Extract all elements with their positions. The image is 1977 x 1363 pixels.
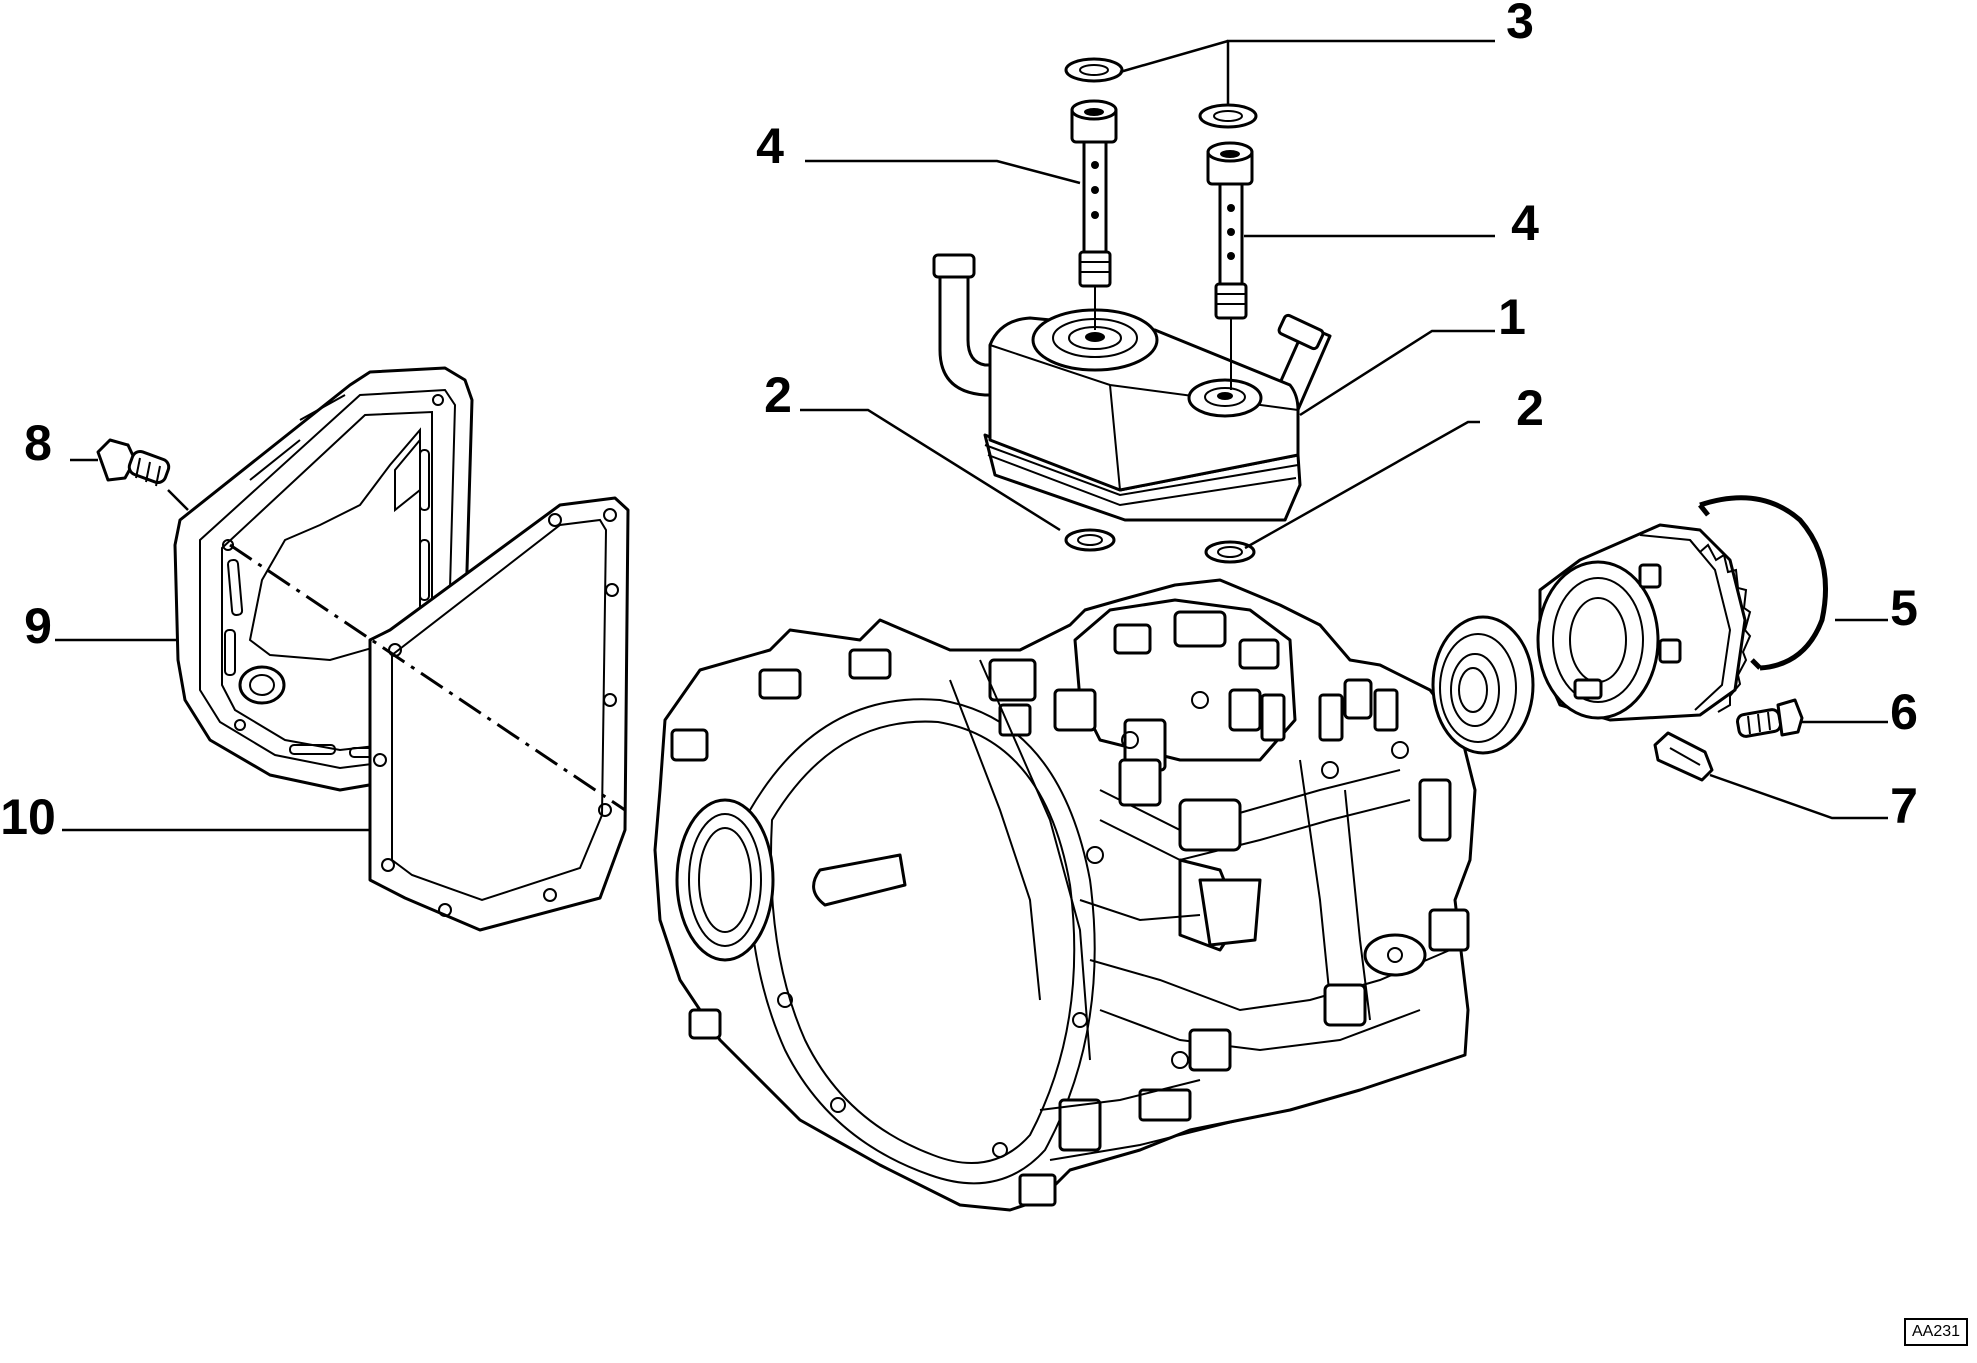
retaining-bolt <box>1736 698 1804 738</box>
hollow-bolt-left <box>1070 99 1118 330</box>
differential-carrier <box>1536 523 1752 722</box>
callout-10: 10 <box>0 789 56 845</box>
callout-8: 8 <box>24 415 52 471</box>
assembly-axis-line <box>229 543 626 812</box>
callout-7: 7 <box>1890 778 1918 834</box>
callout-4-right: 4 <box>1511 195 1539 251</box>
transmission-housing <box>653 578 1477 1212</box>
sealing-washers <box>1064 57 1258 564</box>
callout-labels: 1 2 2 3 4 4 5 6 7 8 9 10 <box>0 0 1918 845</box>
hollow-bolt-right <box>1206 141 1254 390</box>
callout-6: 6 <box>1890 684 1918 740</box>
callout-2-left: 2 <box>764 367 792 423</box>
circlip-ring <box>1698 495 1829 671</box>
callout-9: 9 <box>24 598 52 654</box>
output-bearing <box>1431 615 1535 755</box>
drain-plug <box>96 438 171 487</box>
callout-5: 5 <box>1890 580 1918 636</box>
callout-2-right: 2 <box>1516 380 1544 436</box>
lock-plate <box>1653 731 1714 782</box>
callout-3: 3 <box>1506 0 1534 49</box>
callout-4-left: 4 <box>756 118 784 174</box>
reference-code: AA231 <box>1904 1318 1968 1346</box>
oil-cooler <box>932 253 1332 522</box>
oil-pan-gasket <box>368 496 630 932</box>
leader-lines <box>55 39 1888 832</box>
callout-1: 1 <box>1498 289 1526 345</box>
